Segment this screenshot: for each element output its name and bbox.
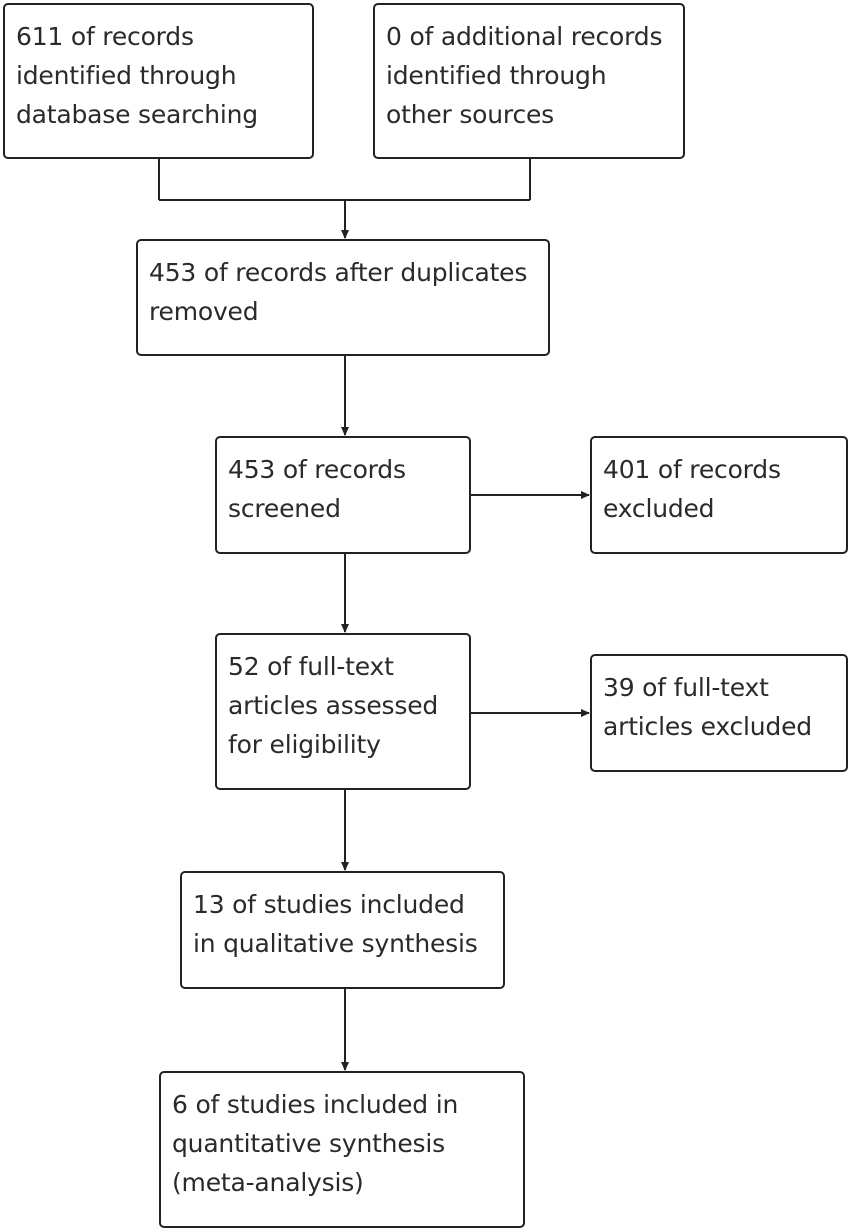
database-search-text: 611 of records identified through databa…: [16, 22, 258, 129]
qualitative-synthesis-box: 13 of studies included in qualitative sy…: [180, 871, 505, 989]
quantitative-synthesis-box: 6 of studies included in quantitative sy…: [159, 1071, 525, 1228]
quantitative-synthesis-text: 6 of studies included in quantitative sy…: [172, 1090, 459, 1197]
full-text-excluded-text: 39 of full-text articles excluded: [603, 673, 812, 741]
records-excluded-text: 401 of records excluded: [603, 455, 781, 523]
duplicates-removed-text: 453 of records after duplicates removed: [149, 258, 528, 326]
other-sources-box: 0 of additional records identified throu…: [373, 3, 685, 159]
full-text-excluded-box: 39 of full-text articles excluded: [590, 654, 848, 772]
other-sources-text: 0 of additional records identified throu…: [386, 22, 663, 129]
full-text-assessed-box: 52 of full-text articles assessed for el…: [215, 633, 471, 790]
qualitative-synthesis-text: 13 of studies included in qualitative sy…: [193, 890, 478, 958]
database-search-box: 611 of records identified through databa…: [3, 3, 314, 159]
duplicates-removed-box: 453 of records after duplicates removed: [136, 239, 550, 356]
full-text-assessed-text: 52 of full-text articles assessed for el…: [228, 652, 439, 759]
records-screened-text: 453 of records screened: [228, 455, 406, 523]
records-screened-box: 453 of records screened: [215, 436, 471, 554]
records-excluded-box: 401 of records excluded: [590, 436, 848, 554]
